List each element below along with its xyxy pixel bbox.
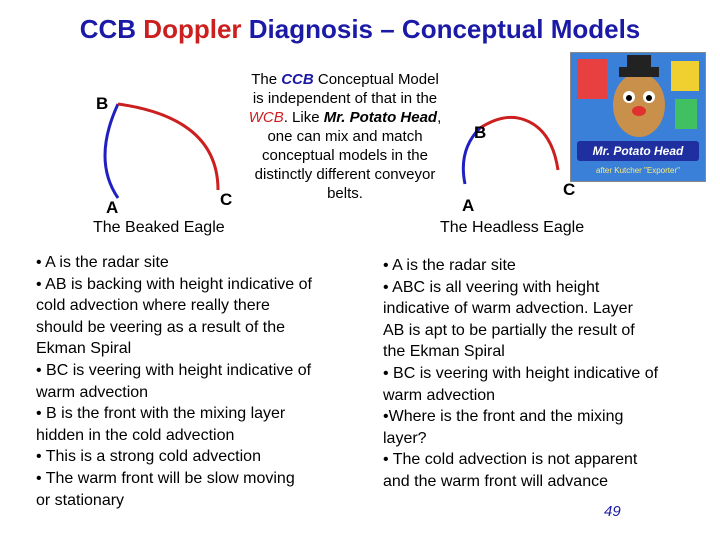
headless-eagle-bc-segment [479, 115, 560, 171]
page-title: CCB Doppler Diagnosis – Conceptual Model… [79, 14, 641, 44]
center-explanation: The CCB Conceptual Model is independent … [248, 71, 442, 202]
bullet-line: • AB is backing with height indicative o… [36, 275, 312, 293]
mr-potato-head-image: Mr. Potato Head after Kutcher "Exporter" [570, 52, 706, 182]
page-number: 49 [604, 503, 621, 520]
beaked-label-c: C [220, 190, 233, 209]
headless-label-b: B [474, 123, 487, 142]
bullet-line: • BC is veering with height indicative o… [383, 364, 659, 382]
bullet-line: •Where is the front and the mixing [383, 408, 624, 426]
potato-sub-text: after Kutcher "Exporter" [596, 166, 680, 175]
headless-eagle-bullets: • A is the radar site • ABC is all veeri… [383, 255, 658, 493]
bullet-line: • This is a strong cold advection [36, 448, 261, 466]
bullet-line: layer? [383, 429, 427, 447]
headless-label-a: A [462, 196, 475, 215]
bullet-line: • The warm front will be slow moving [36, 469, 295, 487]
beaked-eagle-bc-segment [117, 102, 220, 191]
beaked-eagle-ab-segment [103, 103, 120, 199]
bullet-line: • The cold advection is not apparent [383, 451, 638, 469]
potato-banner-text: Mr. Potato Head [577, 141, 699, 161]
bullet-line: and the warm front will advance [383, 472, 608, 490]
bullet-line: • A is the radar site [383, 257, 516, 274]
potato-head-illustration-icon [571, 53, 705, 181]
bullet-line: • A is the radar site [36, 254, 169, 271]
beaked-eagle-bullets: • A is the radar site • AB is backing wi… [36, 252, 312, 511]
bullet-line: • B is the front with the mixing layer [36, 405, 286, 423]
beaked-label-b: B [96, 94, 109, 113]
bullet-line: should be veering as a result of the [36, 318, 286, 336]
headless-label-c: C [563, 180, 576, 199]
bullet-line: the Ekman Spiral [383, 343, 505, 361]
title-doppler: Doppler [143, 14, 242, 44]
bullet-line: warm advection [36, 383, 149, 401]
bullet-line: AB is apt to be partially the result of [383, 321, 635, 339]
bullet-line: • ABC is all veering with height [383, 278, 600, 296]
headless-eagle-ab-segment [461, 126, 482, 185]
bullet-line: cold advection where really there [36, 297, 270, 315]
bullet-line: warm advection [383, 386, 496, 404]
bullet-line: or stationary [36, 491, 125, 509]
bullet-line: hidden in the cold advection [36, 426, 235, 444]
bullet-line: Ekman Spiral [36, 340, 132, 358]
bullet-line: indicative of warm advection. Layer [383, 300, 633, 318]
beaked-eagle-caption: The Beaked Eagle [93, 219, 225, 236]
headless-eagle-caption: The Headless Eagle [440, 219, 585, 236]
beaked-label-a: A [106, 198, 119, 217]
bullet-line: • BC is veering with height indicative o… [36, 361, 312, 379]
